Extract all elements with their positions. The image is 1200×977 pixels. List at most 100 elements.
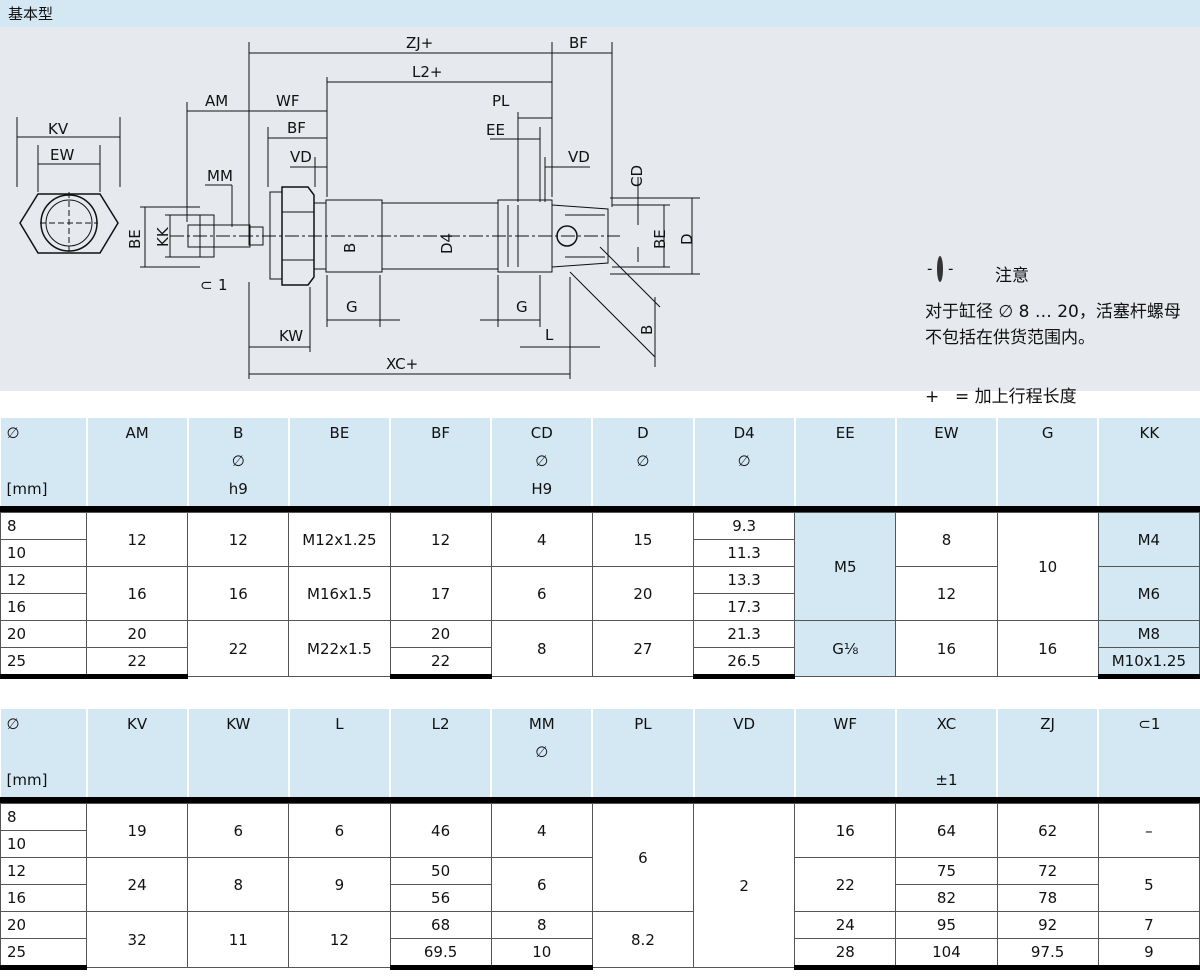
table-cell: 22: [389, 647, 492, 679]
table-cell: 16: [85, 566, 189, 621]
dim-wf: WF: [276, 92, 299, 110]
table-cell: 27: [591, 620, 695, 677]
table-cell: 64: [895, 803, 998, 858]
table-cell: 16: [794, 803, 897, 858]
warning-icon: - -: [927, 256, 953, 282]
table-cell: 46: [389, 803, 492, 858]
dim-wrench: 1: [218, 276, 228, 294]
table-row: 8 12 12 M12x1.25 12 4 15 9.3 M5 8 10 M4: [0, 512, 1200, 621]
dim-ew: EW: [50, 146, 74, 164]
spec-table-2: ∅[mm] KV KW L L2 MM∅ PL VD WF XC±1 ZJ ⊂1…: [0, 709, 1200, 970]
plus-text: = 加上行程长度: [955, 387, 1077, 407]
table-cell: 8: [490, 620, 593, 677]
table-cell: 8: [0, 803, 87, 831]
dim-vd-left: VD: [290, 148, 312, 166]
table-cell: 6: [187, 803, 290, 858]
table-cell: 5: [1097, 857, 1200, 912]
table-cell: G⅛: [794, 620, 897, 677]
table-cell: 28: [794, 938, 897, 970]
dim-xc: XC+: [386, 355, 418, 373]
header-cell: XC±1: [894, 709, 998, 800]
table-cell: 12: [389, 512, 492, 567]
wrench-icon: ⊂: [200, 276, 213, 294]
table-cell: –: [1097, 803, 1200, 858]
header-cell: ∅[mm]: [0, 418, 87, 509]
table-cell: 12: [187, 512, 290, 567]
header-cell: ∅[mm]: [0, 709, 87, 800]
table-row: 20 32 11 12 68 8 8.2 24 95 92 7: [0, 911, 1200, 968]
table-header-row: ∅[mm] AM B∅h9 BE BF CD∅H9 D∅ D4∅ EE EW G…: [0, 418, 1200, 509]
header-cell: KK: [1097, 418, 1200, 509]
table-cell: 75: [895, 857, 998, 885]
table-cell: 56: [389, 884, 492, 912]
table-cell: 9.3: [693, 512, 796, 540]
table-cell: 10: [0, 539, 87, 567]
dim-be-right: BE: [651, 229, 669, 249]
table-cell: 6: [591, 803, 695, 912]
table-cell: 17: [389, 566, 492, 621]
table-cell: 11.3: [693, 539, 796, 567]
table-cell: M5: [794, 512, 897, 621]
dim-cd: CD: [628, 165, 646, 187]
table-row: 25 69.5 10 28 104 97.5 9: [0, 938, 1200, 970]
header-cell: BF: [389, 418, 492, 509]
dim-bf-mid: BF: [287, 119, 306, 137]
table-row: 12 24 8 9 50 6 22 75 72 5: [0, 857, 1200, 912]
header-cell: CD∅H9: [490, 418, 593, 509]
technical-drawing: ZJ+ BF L2+ AM WF BF VD PL EE VD KV EW MM…: [0, 27, 1200, 407]
header-cell: PL: [591, 709, 694, 800]
table-cell: 9: [288, 857, 391, 912]
dim-ee: EE: [486, 121, 505, 139]
header-cell: KV: [85, 709, 188, 800]
table-cell: 20: [389, 620, 492, 648]
table-row: 20 20 22 M22x1.5 20 8 27 21.3 G⅛ 16 16 M…: [0, 620, 1200, 677]
table-cell: 16: [187, 566, 290, 621]
table-cell: 16: [0, 884, 87, 912]
header-cell: D∅: [591, 418, 694, 509]
table-cell: M10x1.25: [1097, 647, 1200, 679]
table-cell: 8: [490, 911, 593, 939]
table-cell: 10: [996, 512, 1099, 621]
table-cell: 11: [187, 911, 290, 968]
header-bar: 基本型: [0, 0, 1200, 27]
table-cell: 95: [895, 911, 998, 939]
dim-l2: L2+: [412, 63, 442, 81]
table-cell: 22: [187, 620, 290, 677]
table-cell: 20: [0, 620, 87, 648]
table-cell: M16x1.5: [288, 566, 391, 621]
dim-d4: D4: [438, 233, 456, 254]
table-row: 25 22 22 26.5 M10x1.25: [0, 647, 1200, 679]
header-cell: EW: [894, 418, 998, 509]
table-cell: 25: [0, 647, 87, 679]
dim-kk: KK: [154, 226, 172, 247]
header-cell: B∅h9: [186, 418, 289, 509]
spec-table-1: ∅[mm] AM B∅h9 BE BF CD∅H9 D∅ D4∅ EE EW G…: [0, 418, 1200, 679]
table-cell: 22: [794, 857, 897, 912]
header-cell: KW: [186, 709, 289, 800]
table-cell: 69.5: [389, 938, 492, 970]
table-cell: 8.2: [591, 911, 695, 968]
dim-bf-top: BF: [569, 34, 588, 52]
header-cell: EE: [793, 418, 896, 509]
table-cell: M6: [1097, 566, 1200, 621]
table-cell: 72: [996, 857, 1099, 885]
table-cell: 68: [389, 911, 492, 939]
table-cell: 19: [85, 803, 189, 858]
table-cell: 10: [490, 938, 593, 970]
table-cell: 24: [85, 857, 189, 912]
table-cell: 82: [895, 884, 998, 912]
dim-mm: MM: [207, 167, 233, 185]
header-cell: ⊂1: [1097, 709, 1200, 800]
table-cell: 12: [0, 857, 87, 885]
table-row: 12 16 16 M16x1.5 17 6 20 13.3 12 M6: [0, 566, 1200, 621]
table-cell: 78: [996, 884, 1099, 912]
table-cell: 8: [895, 512, 998, 567]
table-header-row: ∅[mm] KV KW L L2 MM∅ PL VD WF XC±1 ZJ ⊂1: [0, 709, 1200, 800]
table-cell: M22x1.5: [288, 620, 391, 677]
note-title: 注意: [995, 266, 1029, 286]
table-row: 8 19 6 6 46 4 6 2 16 64 62 –: [0, 803, 1200, 968]
table-cell: 12: [288, 911, 391, 968]
table-cell: 8: [187, 857, 290, 912]
table-row: 16 17.3: [0, 593, 1200, 621]
table-cell: 7: [1097, 911, 1200, 939]
